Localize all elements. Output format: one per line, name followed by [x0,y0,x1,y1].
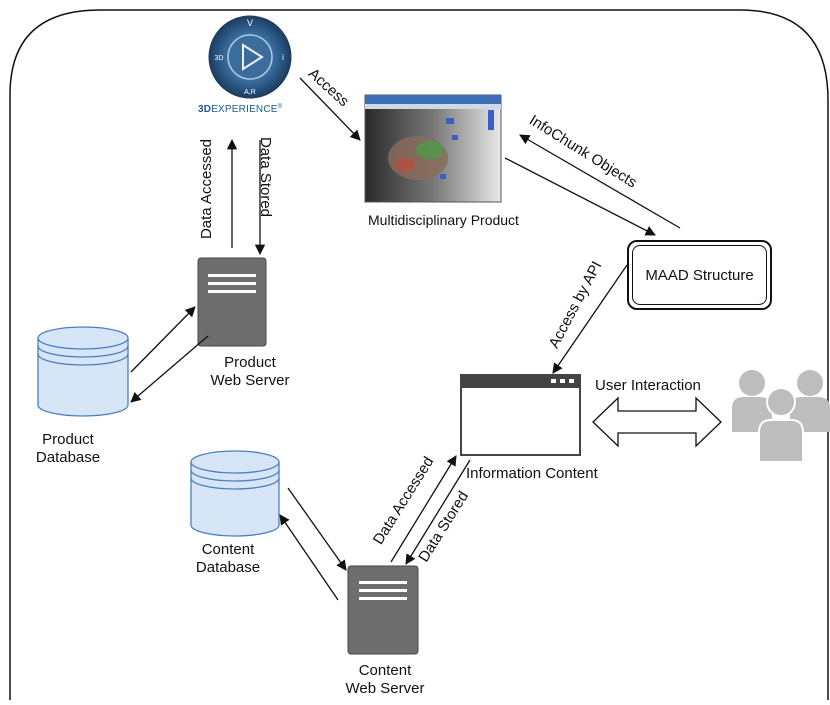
content-database-icon [190,450,280,537]
maad-structure-box: MAAD Structure [627,240,772,310]
content-database-label-line1: Content [201,541,255,558]
product-database-label: Product Database [28,431,108,467]
arrow-server-to-product-db [130,335,209,403]
maad-structure-label: MAAD Structure [632,245,767,305]
data-stored-top-label: Data Stored [257,136,275,218]
3dexperience-logo-icon: V 3D i A,R [208,15,292,99]
svg-text:A,R: A,R [244,89,256,96]
outer-frame [9,9,829,700]
arrow-data-stored-bottom [405,459,471,565]
svg-text:i: i [282,53,284,62]
3dexperience-wordmark: 3DEXPERIENCE® [198,104,282,115]
user-interaction-label: User Interaction [595,377,701,394]
product-web-server-icon [197,257,267,347]
arrow-data-accessed-bottom [390,455,457,563]
users-group-icon [732,370,830,463]
logo-brand-prefix: 3D [198,104,212,115]
arrow-infochunk-objects [519,134,681,229]
content-web-server-label: Content Web Server [340,662,430,698]
arrow-product-db-to-server [130,306,196,373]
product-database-icon [37,326,129,417]
product-web-server-label-line2: Web Server [210,372,290,389]
multidisciplinary-product-image [364,94,502,203]
arrow-access [299,77,361,141]
arrow-product-to-maad [504,157,656,236]
data-accessed-top-label: Data Accessed [198,138,216,240]
arrow-access-by-api [552,264,628,374]
multidisciplinary-product-label: Multidisciplinary Product [368,212,519,228]
information-content-window-icon [460,374,581,456]
logo-trademark: ® [277,104,283,110]
product-web-server-label-line1: Product [224,354,276,371]
product-database-label-line2: Database [35,449,101,466]
product-database-label-line1: Product [42,431,94,448]
product-web-server-label: Product Web Server [205,354,295,390]
logo-brand-suffix: EXPERIENCE [211,104,278,115]
svg-text:V: V [247,18,253,28]
arrow-server-to-content-db [279,514,339,601]
user-interaction-double-arrow [592,396,722,448]
arrow-content-db-to-server [287,487,347,571]
content-web-server-label-line1: Content [358,662,412,679]
svg-text:3D: 3D [215,55,224,62]
content-database-label-line2: Database [195,559,261,576]
information-content-label: Information Content [466,465,598,482]
content-web-server-label-line2: Web Server [345,680,425,697]
arrows [130,77,681,601]
content-database-label: Content Database [183,541,273,577]
content-web-server-icon [347,565,419,655]
